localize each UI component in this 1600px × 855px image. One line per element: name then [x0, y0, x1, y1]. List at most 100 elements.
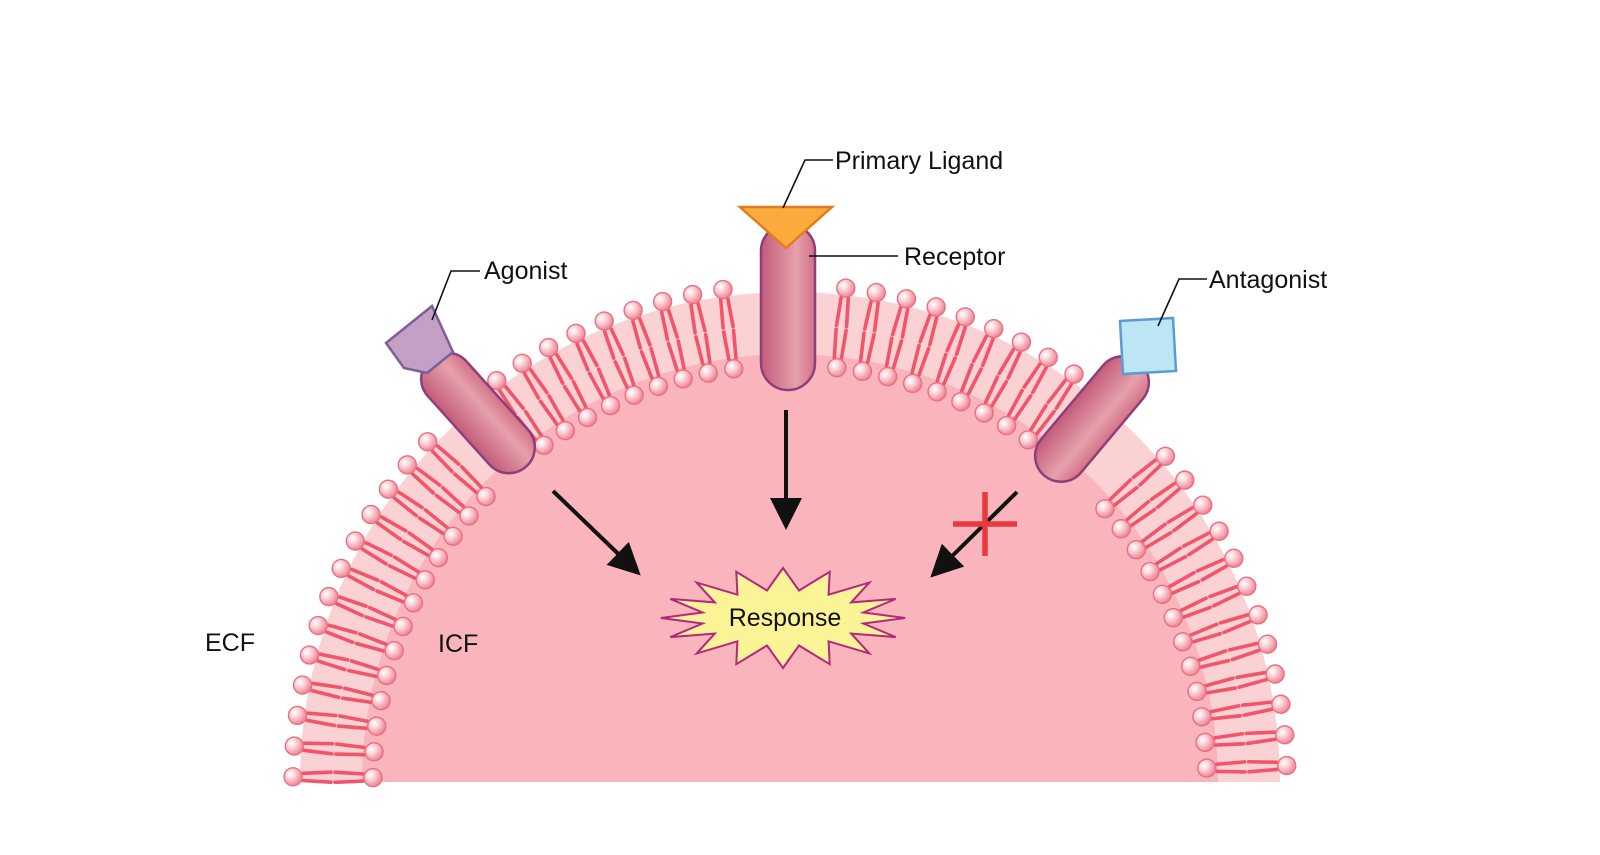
lipid-head — [955, 307, 975, 327]
lipid-tail — [547, 394, 565, 423]
lipid-tail — [1158, 554, 1188, 572]
label-primary-ligand: Primary Ligand — [835, 147, 1003, 175]
lipid-tail — [872, 301, 880, 333]
lipid-head — [1152, 584, 1173, 605]
lipid-head — [682, 284, 703, 305]
lipid-tail — [1197, 649, 1228, 662]
lipid-tail — [631, 319, 643, 350]
lipid-tail — [357, 632, 388, 646]
lipid-tail — [417, 516, 445, 536]
lipid-head — [1155, 446, 1176, 466]
lipid-tail — [954, 325, 967, 357]
lipid-tail — [1235, 670, 1267, 680]
lipid-tail — [1246, 759, 1279, 765]
lipid-head — [1126, 540, 1147, 560]
lipid-head — [623, 300, 643, 321]
arrow-antagonist — [930, 490, 1019, 578]
label-agonist: Agonist — [484, 257, 567, 285]
lipid-head — [363, 767, 383, 788]
lipid-head — [577, 407, 598, 428]
lipid-tail — [1237, 677, 1268, 689]
lipid-tail — [1204, 676, 1235, 688]
lipid-tail — [1212, 731, 1245, 740]
lipid-tail — [581, 339, 599, 368]
lipid-head — [371, 690, 391, 711]
lipid-tail — [350, 567, 380, 583]
lipid-tail — [959, 363, 974, 393]
lipid-tail — [327, 623, 358, 635]
lipid-head — [1209, 521, 1229, 541]
lipid-head — [974, 403, 994, 423]
lipid-tail — [309, 688, 341, 700]
lipid-tail — [858, 331, 866, 363]
lipid-head — [836, 278, 856, 298]
lipid-head — [866, 282, 887, 303]
lipid-head — [652, 291, 673, 312]
lipid-tail — [1167, 570, 1196, 589]
cytoplasm — [362, 354, 1218, 782]
lipid-tail — [900, 307, 910, 339]
lipid-head — [673, 369, 693, 389]
lipid-head — [345, 531, 366, 551]
lipid-head — [443, 526, 463, 547]
lipid-tail — [721, 330, 731, 362]
lipid-tail — [396, 490, 424, 510]
lipid-tail — [1006, 350, 1022, 380]
lipid-head — [287, 705, 308, 726]
lipid-tail — [306, 711, 338, 718]
label-receptor: Receptor — [904, 243, 1005, 271]
lipid-tail — [415, 466, 442, 488]
lipid-tail — [609, 327, 625, 357]
lipid-tail — [917, 346, 931, 377]
lipid-tail — [890, 305, 903, 337]
lipid-tail — [387, 564, 417, 580]
lipid-tail — [301, 770, 333, 776]
lipid-tail — [1210, 714, 1242, 721]
lipid-tail — [364, 615, 395, 628]
lipid-tail — [696, 301, 707, 333]
lipid-tail — [1245, 737, 1277, 746]
lipid-tail — [844, 296, 851, 329]
lipid-tail — [562, 384, 582, 413]
lipid-tail — [694, 335, 705, 366]
lipid-tail — [865, 332, 876, 364]
lipid-tail — [575, 342, 590, 372]
lipid-tail — [997, 347, 1016, 376]
lipid-head — [594, 311, 614, 331]
lipid-tail — [1035, 409, 1056, 436]
lipid-tail — [379, 515, 408, 533]
lipid-head — [1197, 758, 1217, 778]
lipid-tail — [337, 595, 368, 608]
lipid-tail — [884, 336, 894, 368]
lipid-tail — [571, 379, 588, 409]
lipid-head — [512, 353, 532, 374]
lipid-tail — [689, 303, 697, 335]
lipid-head — [698, 363, 718, 383]
lipid-tail — [410, 472, 436, 495]
lipid-head — [377, 665, 397, 686]
lipid-tail — [676, 339, 686, 371]
lipid-tail — [1209, 704, 1241, 714]
lipid-tail — [346, 574, 376, 592]
lipid-tail — [423, 508, 449, 530]
lipid-tail — [334, 752, 366, 757]
lipid-head — [308, 615, 328, 636]
lipid-tail — [342, 686, 374, 697]
lipid-head — [378, 479, 399, 499]
phospholipid-bilayer — [283, 278, 1297, 788]
lipid-tail — [301, 778, 333, 785]
lipid-tail — [1125, 499, 1151, 522]
lipid-tail — [453, 472, 479, 495]
lipid-tail — [1181, 531, 1211, 548]
lipid-head — [1275, 725, 1295, 745]
lipid-tail — [602, 329, 616, 360]
lipid-head — [852, 361, 873, 382]
lipid-tail — [347, 668, 379, 679]
lipid-tail — [666, 308, 680, 339]
agonist-shape — [384, 304, 455, 375]
lipid-tail — [1218, 613, 1250, 625]
lipid-tail — [1155, 546, 1183, 566]
lipid-tail — [336, 724, 369, 731]
lipid-head — [292, 675, 313, 695]
lipid-tail — [649, 346, 661, 378]
